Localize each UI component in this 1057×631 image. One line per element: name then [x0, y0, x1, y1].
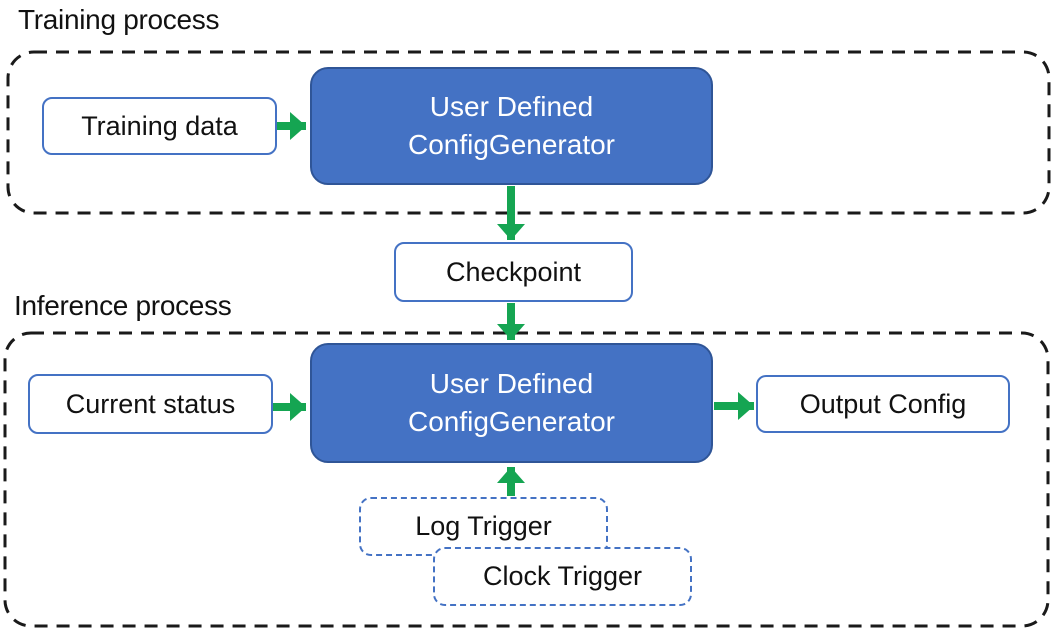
config-generator-inference-line1: User Defined — [429, 368, 594, 400]
training-data-box: Training data — [42, 97, 277, 155]
config-generator-training-line2: ConfigGenerator — [407, 129, 615, 160]
output-config-box: Output Config — [756, 375, 1010, 433]
current-status-box: Current status — [28, 374, 273, 434]
log-trigger-box: Log Trigger — [359, 497, 608, 556]
clock-trigger-box: Clock Trigger — [433, 547, 692, 606]
training-process-label: Training process — [18, 4, 220, 35]
config-generator-training-box: User Defined ConfigGenerator — [310, 67, 713, 185]
config-generator-inference-box: User Defined ConfigGenerator — [310, 343, 713, 463]
config-generator-training-line1: User Defined — [429, 91, 594, 123]
config-generator-inference-line2: ConfigGenerator — [407, 406, 615, 437]
inference-process-label: Inference process — [14, 290, 232, 321]
checkpoint-box: Checkpoint — [394, 242, 633, 302]
